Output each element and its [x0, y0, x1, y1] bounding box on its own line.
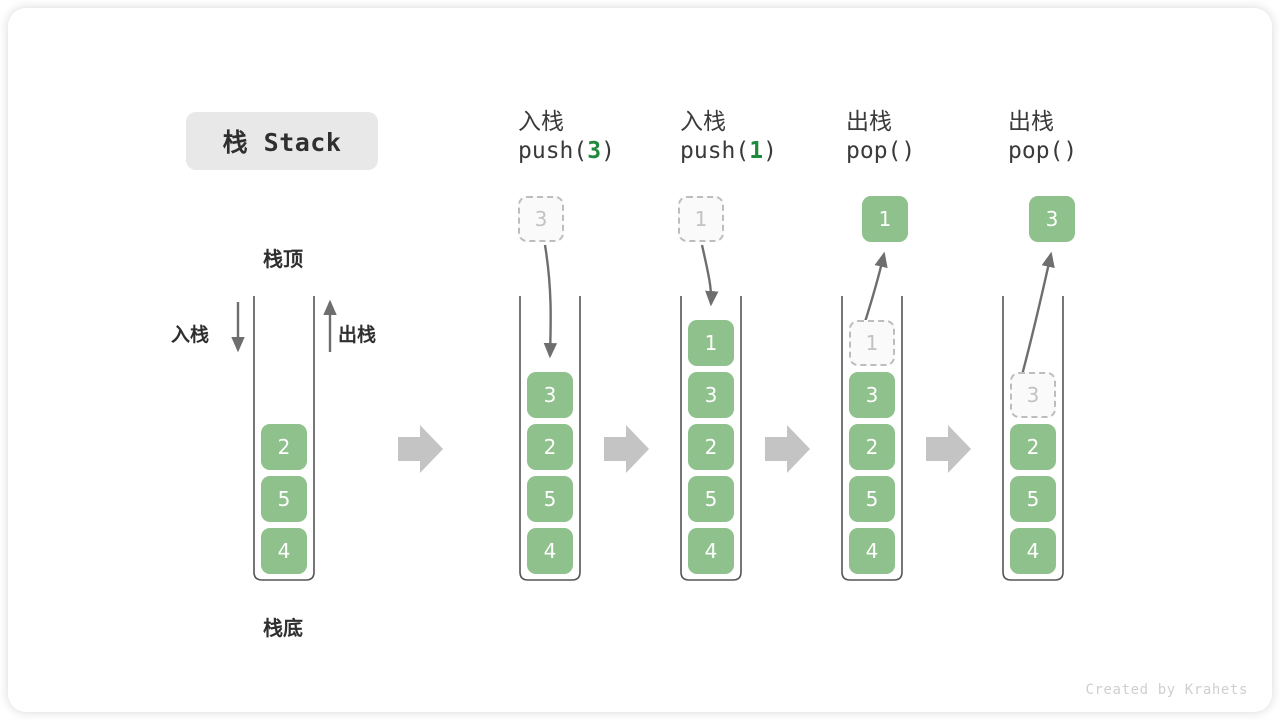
stack-cell: 3 — [688, 372, 734, 418]
stack-cell-removed: 3 — [1010, 372, 1056, 418]
stack-container-pop-1 — [841, 296, 903, 581]
code-arg: 1 — [749, 138, 764, 165]
stack-cell-removed: 1 — [849, 320, 895, 366]
stack-cell: 2 — [688, 424, 734, 470]
stack-cell: 2 — [1010, 424, 1056, 470]
stack-top-label: 栈顶 — [263, 247, 303, 271]
code-suffix: ) — [763, 138, 777, 165]
column-header-cn: 入栈 — [680, 109, 726, 135]
stack-cell: 4 — [1010, 528, 1056, 574]
floating-cell-pop-1: 1 — [862, 196, 908, 242]
stack-cell: 5 — [527, 476, 573, 522]
code-prefix: push( — [680, 138, 750, 165]
column-header-code: push(3) — [518, 137, 615, 166]
stack-cell: 5 — [261, 476, 307, 522]
stack-cell: 2 — [527, 424, 573, 470]
step-arrow-3 — [765, 425, 810, 473]
floating-cell-push-3: 3 — [518, 196, 564, 242]
stack-cell: 5 — [1010, 476, 1056, 522]
stack-cell: 1 — [688, 320, 734, 366]
stack-cell: 4 — [261, 528, 307, 574]
stack-cell: 4 — [527, 528, 573, 574]
column-header-cn: 出栈 — [846, 109, 892, 135]
stack-container-initial — [253, 296, 315, 581]
stack-cell: 3 — [527, 372, 573, 418]
code-suffix: ) — [601, 138, 615, 165]
stack-cell: 2 — [261, 424, 307, 470]
code-arg: 3 — [587, 138, 602, 165]
stack-cell: 5 — [849, 476, 895, 522]
pop-direction-label: 出栈 — [338, 324, 377, 346]
stack-container-push-3 — [519, 296, 581, 581]
push-direction-label: 入栈 — [171, 324, 210, 346]
credit-text: Created by Krahets — [1085, 682, 1248, 698]
pop-flow-arrow-1 — [862, 251, 888, 326]
pop-flow-arrow-3 — [1020, 251, 1055, 376]
step-arrow-1 — [398, 425, 443, 473]
code-suffix: ) — [1063, 138, 1078, 165]
stack-cell: 5 — [688, 476, 734, 522]
push-flow-arrow-1 — [700, 244, 719, 307]
column-header-code: pop() — [1008, 137, 1077, 166]
column-header-code: push(1) — [680, 137, 777, 166]
column-header-cn: 入栈 — [518, 109, 564, 135]
column-header-pop-1: 出栈 pop() — [846, 108, 915, 167]
stack-container-push-1 — [680, 296, 742, 581]
column-header-pop-2: 出栈 pop() — [1008, 108, 1077, 167]
stack-cell: 2 — [849, 424, 895, 470]
stack-cell: 3 — [849, 372, 895, 418]
column-header-push-1: 入栈 push(1) — [680, 108, 777, 167]
stack-container-pop-2 — [1002, 296, 1064, 581]
step-arrow-2 — [604, 425, 649, 473]
push-flow-arrow-3 — [543, 244, 558, 359]
floating-cell-pop-2: 3 — [1029, 196, 1075, 242]
stack-cell: 4 — [688, 528, 734, 574]
column-header-push-3: 入栈 push(3) — [518, 108, 615, 167]
stack-cell: 4 — [849, 528, 895, 574]
floating-cell-push-1: 1 — [678, 196, 724, 242]
code-suffix: ) — [901, 138, 916, 165]
code-prefix: pop( — [846, 138, 902, 165]
step-arrow-4 — [926, 425, 971, 473]
column-header-cn: 出栈 — [1008, 109, 1054, 135]
column-header-code: pop() — [846, 137, 915, 166]
stack-bottom-label: 栈底 — [263, 616, 303, 640]
code-prefix: pop( — [1008, 138, 1064, 165]
title-badge: 栈 Stack — [186, 112, 378, 170]
code-prefix: push( — [518, 138, 588, 165]
